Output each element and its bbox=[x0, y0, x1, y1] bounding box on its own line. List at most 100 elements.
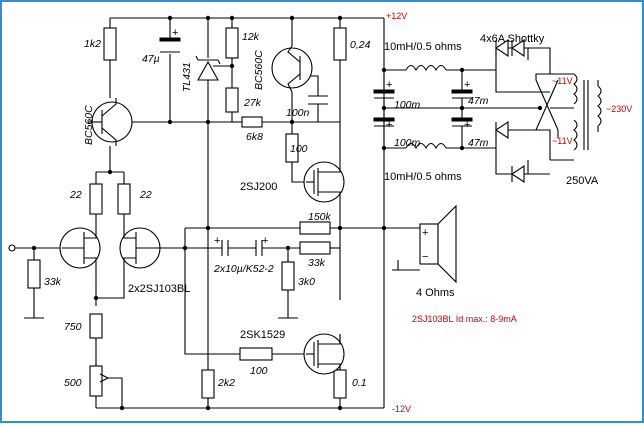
c-100m-a-label: 100m bbox=[394, 99, 421, 111]
svg-text:+: + bbox=[214, 235, 220, 247]
resistor-22-a bbox=[89, 183, 103, 215]
svg-text:+: + bbox=[172, 27, 178, 39]
resistor-100-bottom bbox=[239, 347, 273, 361]
q-2sj200-label: 2SJ200 bbox=[240, 181, 277, 193]
resistor-3k0 bbox=[281, 261, 295, 291]
capacitor-100m-b bbox=[373, 117, 395, 127]
transformer bbox=[573, 73, 602, 151]
input-terminal bbox=[8, 244, 16, 252]
r-22a-label: 22 bbox=[69, 189, 82, 201]
inductors bbox=[405, 64, 447, 150]
c-47m-a-label: 47m bbox=[468, 95, 489, 107]
resistor-33k-input bbox=[27, 259, 41, 289]
c-47m-b-plus: + bbox=[464, 119, 470, 131]
trafo-va-label: 250VA bbox=[566, 175, 599, 187]
r-500-label: 500 bbox=[64, 377, 82, 389]
ind-bot-label: 10mH/0.5 ohms bbox=[384, 171, 462, 183]
shottky-diode-4 bbox=[511, 164, 525, 184]
vpos-label: +12V bbox=[386, 11, 407, 21]
r-01-label: 0.1 bbox=[352, 377, 367, 389]
c-2x10u-label: 2x10µ/K52-2 bbox=[213, 263, 274, 275]
ind-top-label: 10mH/0.5 ohms bbox=[384, 41, 462, 53]
c-100n-label: 100n bbox=[286, 107, 310, 119]
c-47m-a-plus: + bbox=[464, 79, 470, 91]
q-2sj103-label: 2x2SJ103BL bbox=[128, 283, 190, 295]
r-27k-label: 27k bbox=[243, 97, 262, 109]
junctions bbox=[31, 15, 543, 411]
svg-text:+: + bbox=[262, 235, 268, 247]
potentiometer-500 bbox=[89, 365, 103, 397]
labels: +12V -12V 1k2 47µ TL431 12k BC560C 0,24 … bbox=[44, 11, 632, 414]
note-label: 2SJ103BL Id max.: 8-9mA bbox=[412, 314, 517, 324]
r-1k2-label: 1k2 bbox=[84, 38, 101, 50]
resistor-100-top bbox=[285, 133, 299, 163]
r-12k-label: 12k bbox=[242, 31, 260, 43]
transistors bbox=[59, 45, 345, 375]
ac-11v-a-label: ~11V bbox=[552, 76, 573, 86]
capacitor-47u: + bbox=[159, 27, 181, 53]
resistor-33k-feedback bbox=[299, 241, 331, 255]
c-100m-b-plus: + bbox=[386, 119, 392, 131]
speaker-minus: − bbox=[422, 251, 428, 263]
resistor-1k2 bbox=[103, 27, 117, 61]
inductor-bottom bbox=[405, 142, 447, 150]
shottky-label: 4x6A Shottky bbox=[480, 33, 545, 45]
tl431-label: TL431 bbox=[181, 62, 193, 92]
vneg-label: -12V bbox=[392, 404, 411, 414]
resistor-12k bbox=[225, 27, 239, 59]
capacitors: + + + bbox=[159, 27, 473, 256]
resistor-750 bbox=[89, 313, 103, 339]
c-47u-label: 47µ bbox=[142, 53, 160, 65]
c-47m-b-label: 47m bbox=[468, 137, 489, 149]
inductor-top bbox=[405, 64, 447, 72]
resistor-0-24 bbox=[333, 27, 347, 61]
resistor-0-1 bbox=[333, 369, 347, 399]
resistors bbox=[27, 27, 347, 399]
q-2sk1529-label: 2SK1529 bbox=[240, 329, 285, 341]
resistor-27k bbox=[225, 87, 239, 113]
resistor-150k bbox=[299, 221, 331, 235]
capacitor-47m-b bbox=[451, 117, 473, 127]
resistor-2k2 bbox=[201, 369, 215, 399]
resistor-22-b bbox=[117, 183, 131, 215]
shottky-diode-1 bbox=[495, 38, 509, 58]
r-150k-label: 150k bbox=[308, 211, 332, 223]
bc560c-left-label: BC560C bbox=[83, 105, 95, 145]
r-3k0-label: 3k0 bbox=[298, 276, 315, 288]
bc560c-top-label: BC560C bbox=[253, 50, 265, 90]
jfet-2sj103-a bbox=[59, 227, 101, 269]
r-027-label: 0,24 bbox=[350, 39, 371, 51]
r-6k8-label: 6k8 bbox=[246, 131, 263, 143]
r-100-bot-label: 100 bbox=[250, 365, 268, 377]
r-2k2-label: 2k2 bbox=[217, 377, 235, 389]
capacitor-100n bbox=[308, 95, 328, 105]
ac-230v-label: ~230V bbox=[606, 104, 632, 114]
pot-wiper bbox=[99, 373, 109, 383]
mosfet-2sj200 bbox=[303, 160, 345, 203]
jfet-2sj103-b bbox=[119, 227, 161, 269]
speaker-label: 4 Ohms bbox=[416, 287, 455, 299]
c-100m-a-plus: + bbox=[386, 79, 392, 91]
r-33k-fb-label: 33k bbox=[308, 257, 326, 269]
shottky-diode-2 bbox=[511, 38, 525, 58]
ac-11v-b-label: ~11V bbox=[552, 136, 573, 146]
r-100-top-label: 100 bbox=[290, 143, 308, 155]
c-100m-b-label: 100m bbox=[394, 137, 421, 149]
transistor-bc560c-left bbox=[88, 98, 133, 146]
r-750-label: 750 bbox=[64, 321, 82, 333]
diodes bbox=[195, 38, 525, 184]
transistor-bc560c-top bbox=[271, 45, 313, 93]
speaker bbox=[419, 204, 457, 284]
speaker-plus: + bbox=[422, 227, 428, 239]
r-22b-label: 22 bbox=[139, 189, 152, 201]
capacitor-100m-a bbox=[373, 89, 395, 99]
capacitor-2x10u: + + bbox=[214, 235, 268, 256]
mosfet-2sk1529 bbox=[303, 333, 345, 375]
wires bbox=[12, 17, 574, 409]
tl431-reference bbox=[195, 55, 221, 81]
capacitor-47m-a bbox=[451, 89, 473, 99]
shottky-diode-3 bbox=[495, 120, 509, 140]
